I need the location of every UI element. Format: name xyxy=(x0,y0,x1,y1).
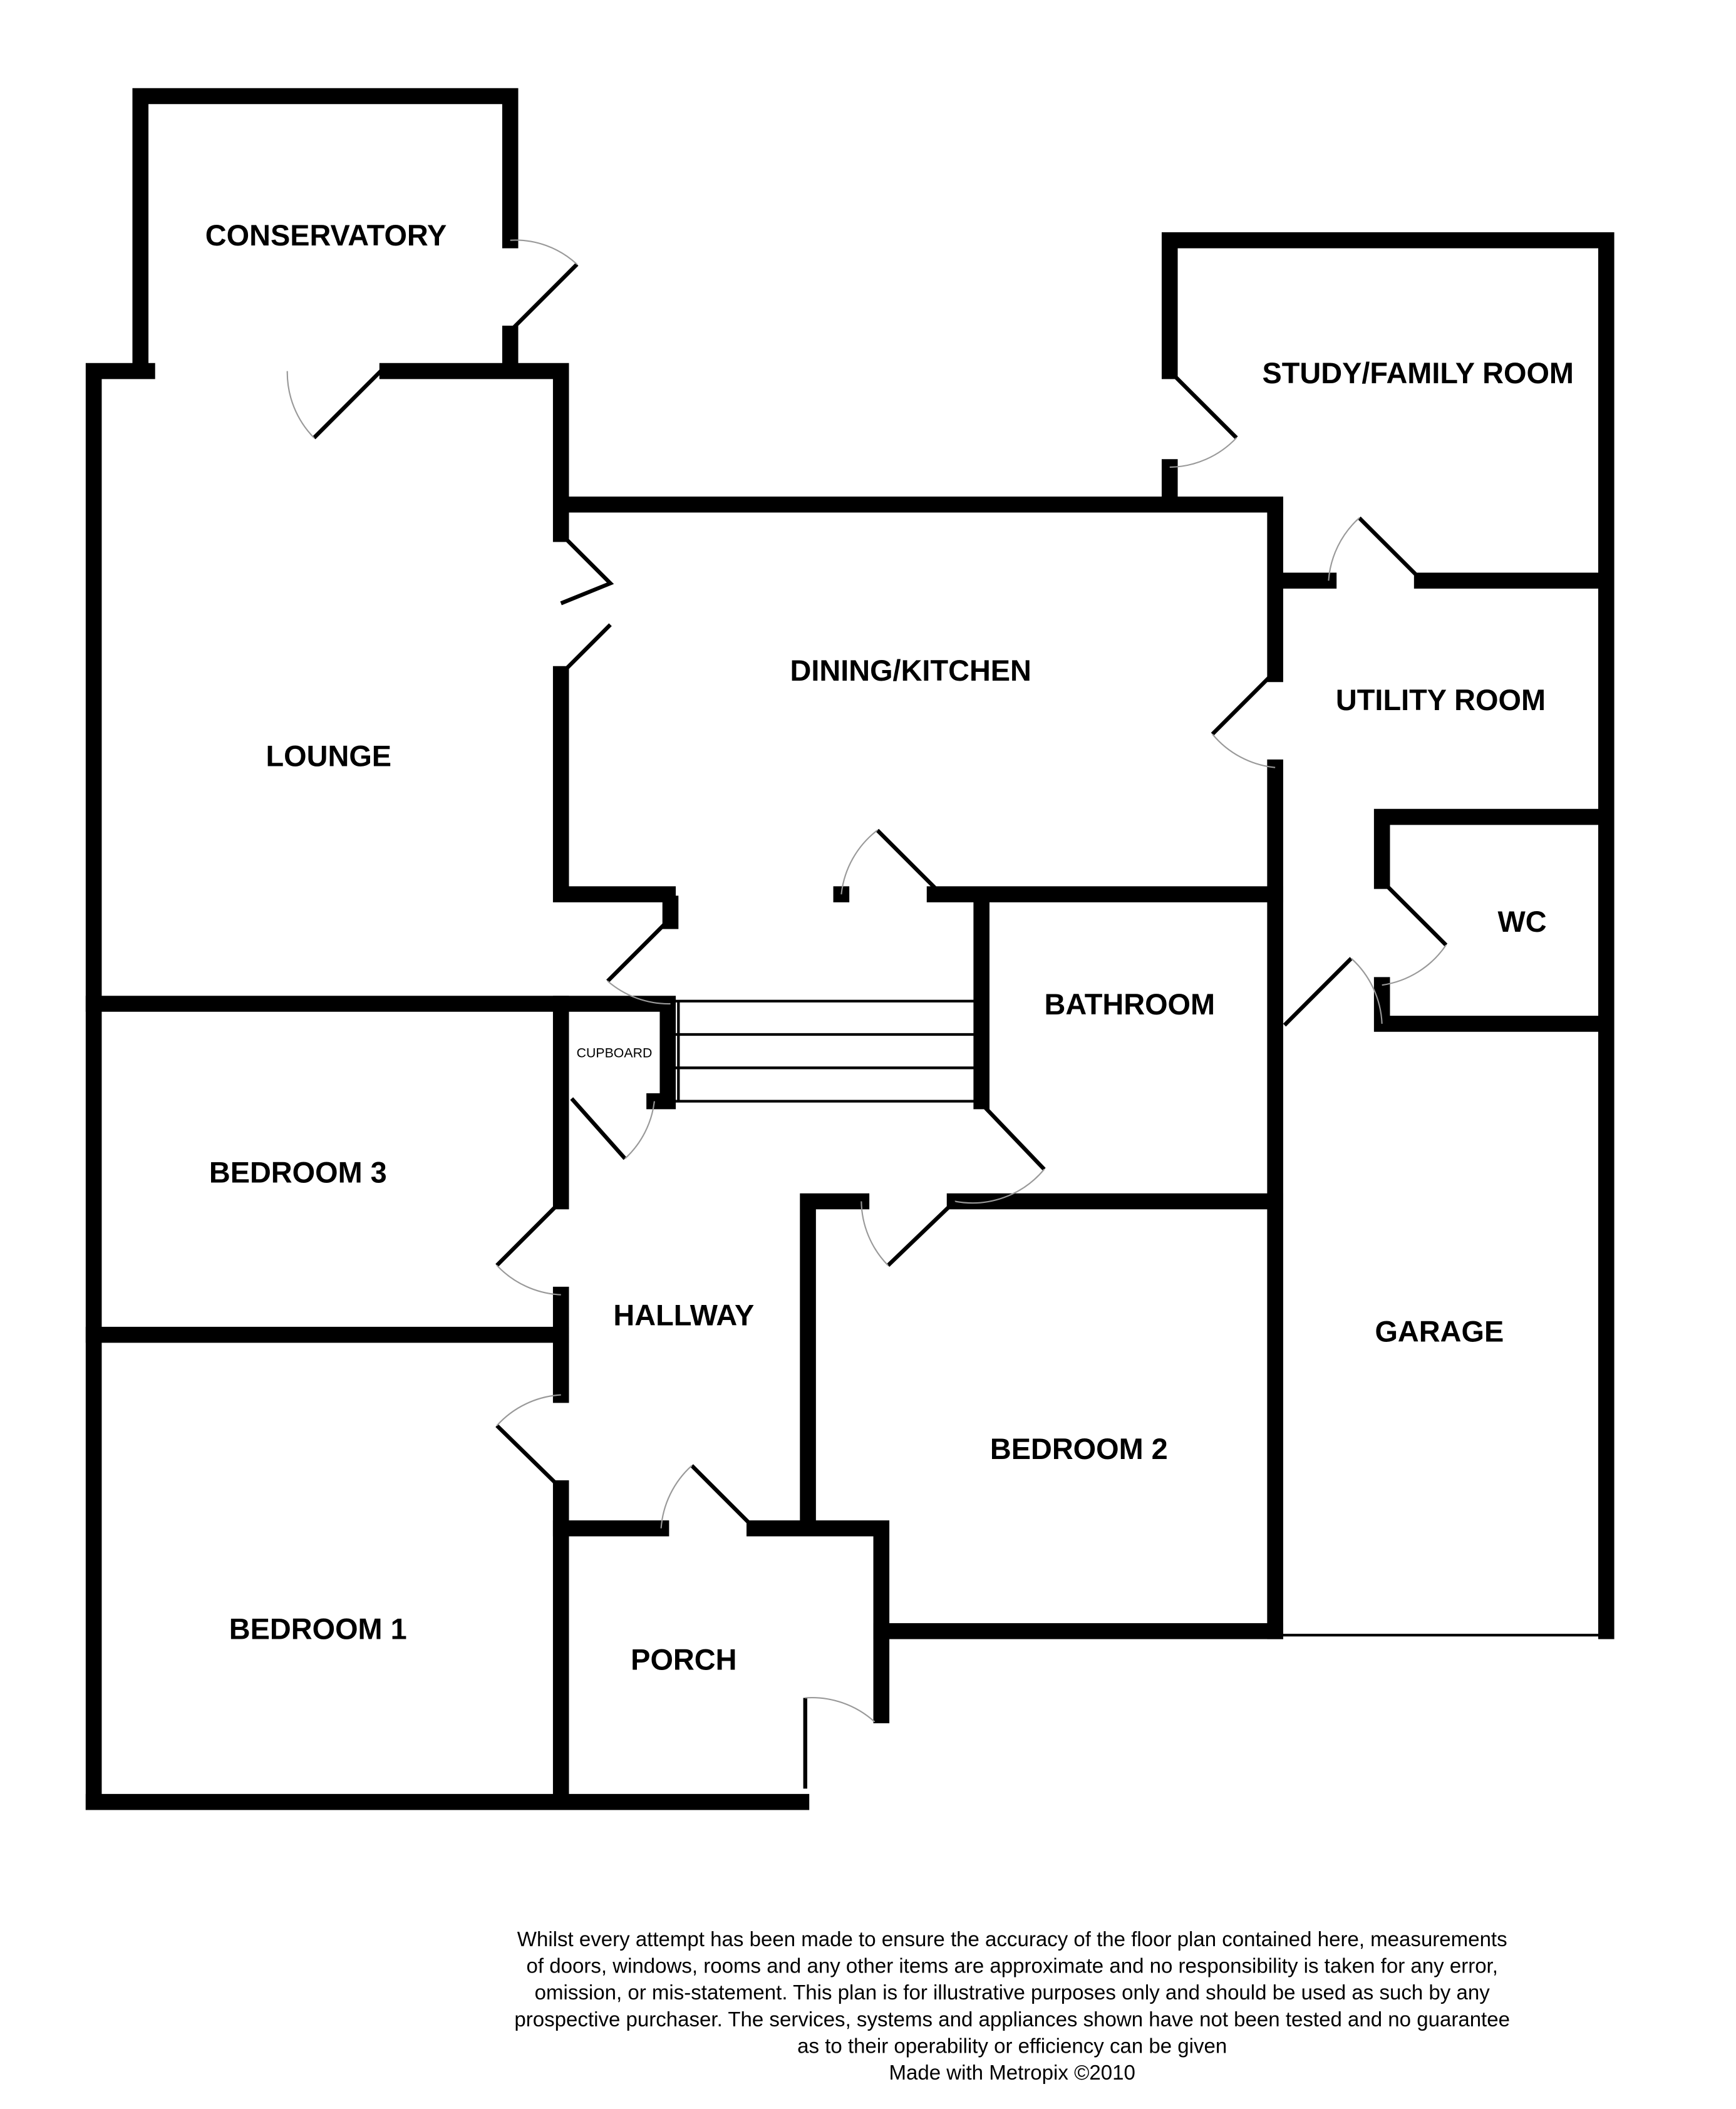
label-bedroom3: BEDROOM 3 xyxy=(209,1157,387,1189)
conservatory-walls xyxy=(132,88,519,371)
stairs xyxy=(674,999,982,1103)
disclaimer-line: as to their operability or efficiency ca… xyxy=(797,2034,1227,2058)
disclaimer-line: Whilst every attempt has been made to en… xyxy=(517,1928,1507,1951)
walls xyxy=(85,88,1615,1810)
label-dining-kitchen: DINING/KITCHEN xyxy=(790,654,1031,687)
bedroom2-walls xyxy=(800,1193,1283,1639)
bedroom1-walls xyxy=(85,1326,810,1810)
disclaimer: Whilst every attempt has been made to en… xyxy=(514,1928,1510,2085)
label-study: STUDY/FAMILY ROOM xyxy=(1263,357,1574,389)
label-bedroom2: BEDROOM 2 xyxy=(990,1433,1168,1465)
metropix-credit: Made with Metropix ©2010 xyxy=(889,2061,1135,2085)
porch-walls xyxy=(552,1520,890,1723)
lounge-walls xyxy=(85,363,1283,1810)
label-hallway: HALLWAY xyxy=(613,1299,754,1332)
study-walls xyxy=(1161,232,1615,1639)
room-labels: CONSERVATORY STUDY/FAMILY ROOM DINING/KI… xyxy=(205,219,1574,1676)
label-lounge: LOUNGE xyxy=(266,740,392,773)
cupboard-wall xyxy=(552,996,676,1110)
doors xyxy=(286,239,1448,1789)
label-bedroom1: BEDROOM 1 xyxy=(229,1613,407,1646)
label-garage: GARAGE xyxy=(1375,1315,1504,1348)
disclaimer-line: of doors, windows, rooms and any other i… xyxy=(527,1955,1498,1978)
utility-wc-wall xyxy=(1373,808,1611,1032)
label-porch: PORCH xyxy=(631,1644,736,1676)
label-cupboard: CUPBOARD xyxy=(577,1045,653,1060)
disclaimer-line: prospective purchaser. The services, sys… xyxy=(514,2008,1510,2031)
disclaimer-line: omission, or mis-statement. This plan is… xyxy=(535,1981,1491,2004)
label-bathroom: BATHROOM xyxy=(1045,988,1216,1021)
label-utility-room: UTILITY ROOM xyxy=(1336,684,1546,716)
label-wc: WC xyxy=(1497,905,1546,938)
label-conservatory: CONSERVATORY xyxy=(205,219,447,252)
